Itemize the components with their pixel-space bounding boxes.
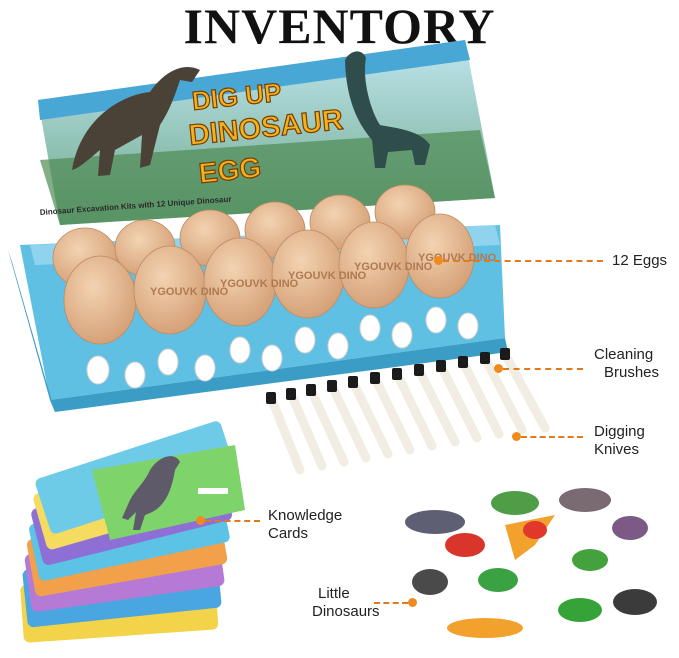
box-headline-3: EGG <box>197 152 262 189</box>
cards-label-line1: Knowledge <box>268 507 343 524</box>
knives-label-line1: Digging <box>594 423 645 440</box>
knives-leader-line <box>521 436 583 438</box>
eggs-pointer-dot <box>434 256 443 265</box>
egg-stamp: YGOUVK DINO <box>220 278 299 290</box>
dinosaur-figures <box>405 488 657 638</box>
brushes-pointer-dot <box>494 364 503 373</box>
egg-stamp: YGOUVK DINO <box>354 261 433 273</box>
brushes-label-line2: Brushes <box>604 364 660 381</box>
dinosaurs-leader-line <box>374 602 408 604</box>
brushes-label-line1: Cleaning <box>594 346 654 363</box>
egg-stamp: YGOUVK DINO <box>150 286 229 298</box>
dinosaurs-label-line1: Little <box>318 585 350 602</box>
front-panel-icons <box>86 306 479 389</box>
cards-group <box>20 421 245 643</box>
egg-stamp: YGOUVK DINO <box>288 270 367 282</box>
eggs-leader-line <box>443 260 603 262</box>
eggs-label: 12 Eggs <box>612 252 668 269</box>
knives-label-line2: Knives <box>594 441 640 458</box>
brushes-leader-line <box>503 368 583 370</box>
dinosaurs-pointer-dot <box>408 598 417 607</box>
dinosaurs-label-line2: Dinosaurs <box>312 603 380 620</box>
knives-pointer-dot <box>512 432 521 441</box>
box-back-panel <box>38 40 495 225</box>
cards-label-line2: Cards <box>268 525 309 542</box>
tools-group <box>266 348 550 475</box>
egg-stamp: YGOUVK DINO <box>418 252 497 264</box>
cards-pointer-dot <box>196 516 205 525</box>
cards-leader-line <box>205 520 260 522</box>
